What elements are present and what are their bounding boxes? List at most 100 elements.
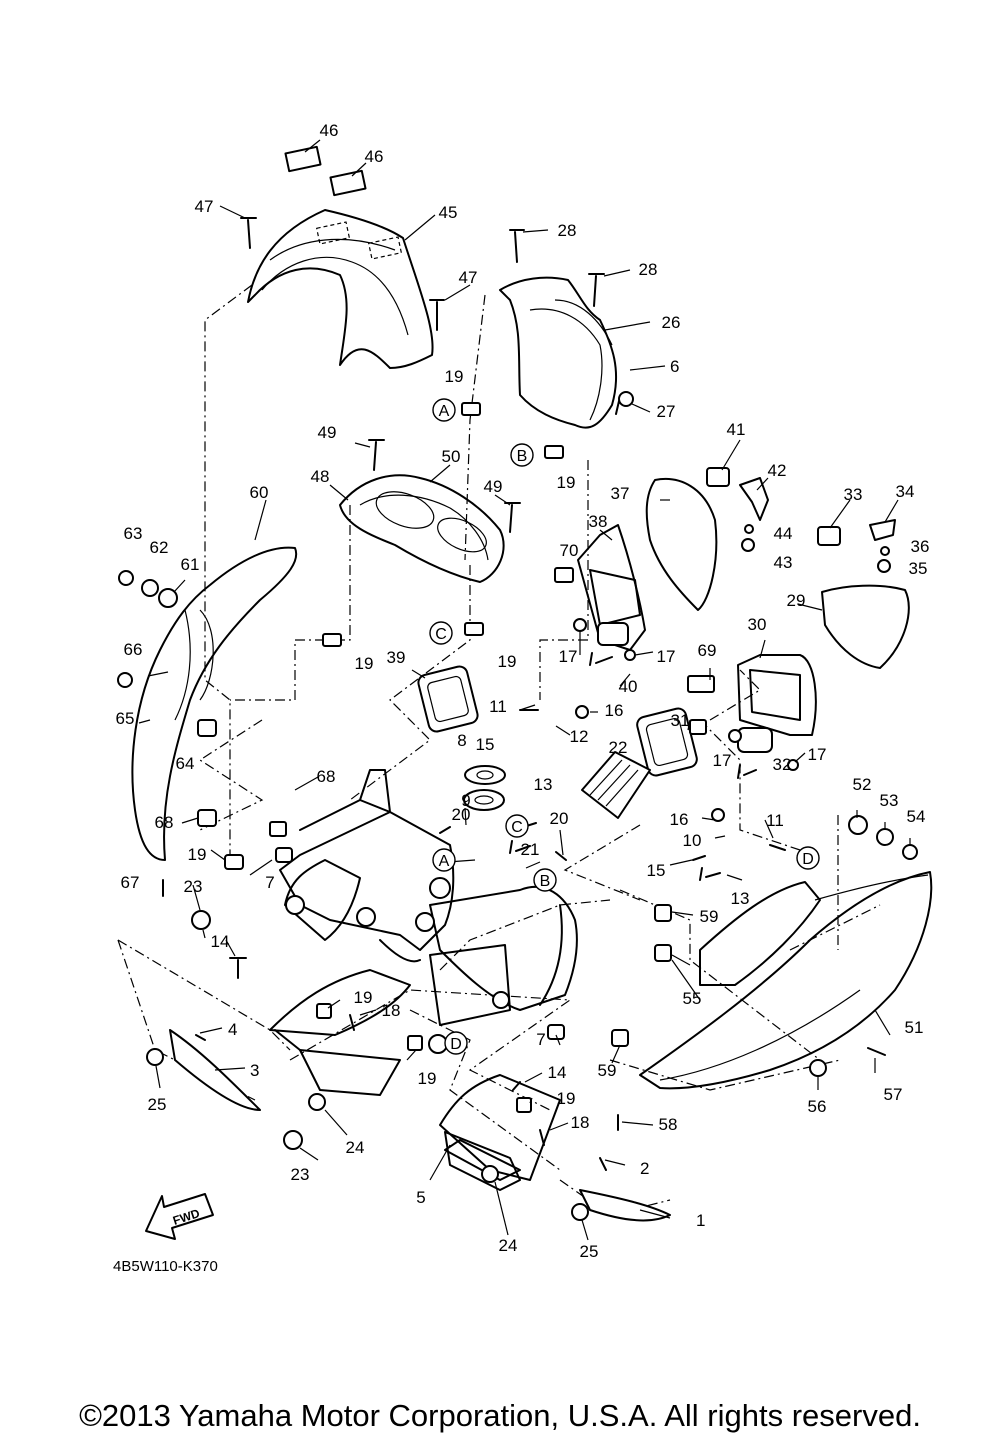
ref-marker-label: A	[439, 853, 450, 870]
ref-marker-b-top: B	[510, 443, 534, 467]
callout-label: 16	[670, 810, 689, 829]
callout-label: 4	[228, 1020, 237, 1039]
ref-marker-label: D	[802, 851, 814, 868]
callout-label: 1	[696, 1211, 705, 1230]
callout-label: 70	[560, 541, 579, 560]
seal-frame-39	[417, 665, 479, 733]
grille-22	[581, 751, 651, 819]
copyright-notice: ©2013 Yamaha Motor Corporation, U.S.A. A…	[79, 1398, 921, 1433]
callout-label: 32	[773, 755, 792, 774]
callout-label: 49	[318, 423, 337, 442]
callout-label: 15	[476, 735, 495, 754]
callout-label: 25	[580, 1242, 599, 1261]
callout-label: 27	[657, 402, 676, 421]
main-frame	[269, 769, 578, 1181]
callout-label: 59	[598, 1061, 617, 1080]
callout-labels: 1 2 3 4 5 6 7 7 8 9 10 11 11 12 13 13 14…	[116, 121, 930, 1261]
callout-label: 39	[387, 648, 406, 667]
callout-label: 35	[909, 559, 928, 578]
callout-label: 62	[150, 538, 169, 557]
callout-label: 54	[907, 807, 926, 826]
callout-label: 5	[416, 1188, 425, 1207]
callout-label: 51	[905, 1018, 924, 1037]
callout-label: 49	[484, 477, 503, 496]
callout-label: 11	[766, 811, 784, 830]
meter-panel	[339, 474, 505, 583]
right-vent-housing	[737, 584, 910, 753]
callout-label: 19	[557, 473, 576, 492]
pad-46b	[329, 169, 367, 197]
callout-label: 46	[320, 121, 339, 140]
callout-label: 20	[550, 809, 569, 828]
callout-label: 37	[611, 484, 630, 503]
callout-label: 28	[639, 260, 658, 279]
callout-label: 65	[116, 709, 135, 728]
callout-label: 25	[148, 1095, 167, 1114]
callout-label: 57	[884, 1085, 903, 1104]
callout-label: 34	[896, 482, 915, 501]
callout-label: 68	[155, 813, 174, 832]
washer-9	[463, 789, 505, 811]
ref-marker-label: B	[540, 873, 551, 890]
callout-label: 41	[727, 420, 746, 439]
ref-marker-label: D	[450, 1036, 462, 1053]
lower-bracket-5	[444, 1131, 521, 1191]
callout-label: 19	[445, 367, 464, 386]
callout-label: 19	[418, 1069, 437, 1088]
air-vent-housing	[577, 478, 718, 651]
callout-label: 10	[683, 831, 702, 850]
callout-label: 67	[121, 873, 140, 892]
callout-label: 12	[570, 727, 589, 746]
callout-label: 7	[265, 873, 274, 892]
seal-frame-31	[636, 707, 698, 777]
ref-marker-label: C	[511, 819, 523, 836]
callout-label: 17	[559, 647, 578, 666]
callout-label: 36	[911, 537, 930, 556]
callout-label: 19	[355, 654, 374, 673]
callout-label: 45	[439, 203, 458, 222]
callout-label: 19	[557, 1089, 576, 1108]
ref-marker-a-frame: A	[432, 848, 456, 872]
leader-lines	[138, 139, 911, 1241]
callout-label: 52	[853, 775, 872, 794]
callout-label: 58	[659, 1115, 678, 1134]
callout-label: 64	[176, 754, 195, 773]
callout-label: 17	[657, 647, 676, 666]
ref-marker-d-right: D	[796, 846, 820, 870]
part-outlines	[117, 145, 933, 1240]
callout-label: 48	[311, 467, 330, 486]
ref-marker-c-top: C	[429, 621, 453, 645]
pad-46a	[284, 145, 322, 173]
callout-label: 18	[382, 1001, 401, 1020]
callout-label: 24	[499, 1236, 518, 1255]
callout-label: 17	[808, 745, 827, 764]
callout-label: 69	[698, 641, 717, 660]
fasteners	[117, 391, 918, 1221]
ref-marker-label: B	[517, 448, 528, 465]
callout-label: 6	[670, 357, 679, 376]
callout-label: 2	[640, 1159, 649, 1178]
callout-label: 18	[571, 1113, 590, 1132]
ref-marker-b-frame: B	[533, 868, 557, 892]
callout-label: 9	[461, 791, 470, 810]
callout-label: 66	[124, 640, 143, 659]
callout-label: 50	[442, 447, 461, 466]
callout-label: 8	[457, 731, 466, 750]
callout-label: 47	[195, 197, 214, 216]
callout-label: 14	[211, 932, 230, 951]
callout-label: 13	[534, 775, 553, 794]
callout-label: 7	[536, 1030, 545, 1049]
callout-label: 23	[291, 1165, 310, 1184]
callout-label: 26	[662, 313, 681, 332]
callout-label: 14	[548, 1063, 567, 1082]
callout-label: 17	[713, 751, 732, 770]
callout-label: 47	[459, 268, 478, 287]
callout-label: 24	[346, 1138, 365, 1157]
callout-label: 3	[250, 1061, 259, 1080]
callout-label: 20	[452, 805, 471, 824]
inner-panel	[499, 276, 618, 429]
ref-marker-label: C	[435, 626, 447, 643]
diagram-code: 4B5W110-K370	[113, 1258, 218, 1275]
callout-label: 23	[184, 877, 203, 896]
callout-label: 16	[605, 701, 624, 720]
